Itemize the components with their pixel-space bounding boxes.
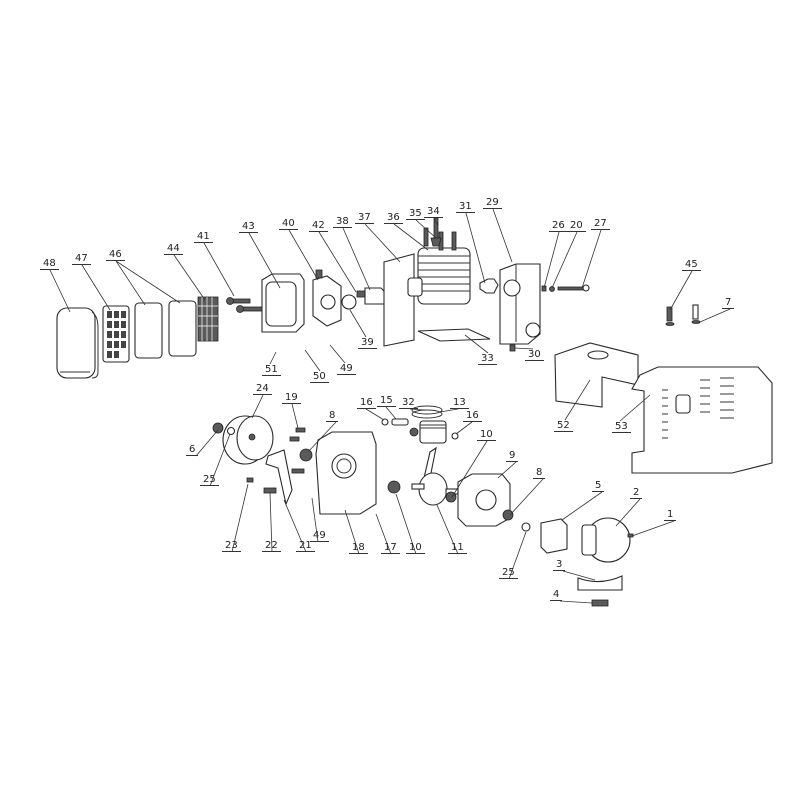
cover-bolts-icon: [665, 304, 701, 326]
oil-seal-icon: [299, 448, 313, 462]
callout-31: 31: [456, 201, 475, 213]
washer-icon: [521, 522, 531, 532]
muffler-gasket-icon: [479, 278, 499, 294]
clip-icon: [451, 432, 459, 440]
filter-pad-icon: [168, 300, 197, 357]
flywheel-icon: [222, 415, 274, 465]
callout-50: 50: [310, 371, 329, 383]
cylinder-gasket-icon: [417, 328, 491, 342]
callout-1: 1: [664, 509, 677, 521]
callout-44: 44: [164, 243, 183, 255]
callout-27: 27: [591, 218, 610, 230]
muffler-icon: [499, 263, 541, 345]
callout-48: 48: [40, 258, 59, 270]
callout-11: 11: [448, 542, 467, 554]
callout-47: 47: [72, 253, 91, 265]
crankcase-right-icon: [457, 473, 511, 527]
callout-18: 18: [349, 542, 368, 554]
callout-37: 37: [355, 212, 374, 224]
starter-housing-icon: [581, 517, 631, 563]
callout-16: 16: [357, 397, 376, 409]
piston-ring-icon: [411, 405, 443, 415]
callout-46: 46: [106, 249, 125, 261]
callout-19: 19: [282, 392, 301, 404]
bearing-icon: [409, 427, 419, 437]
callout-2: 2: [630, 487, 643, 499]
oil-seal-icon: [502, 509, 514, 521]
filter-pad-icon: [134, 302, 163, 359]
air-filter-cover-icon: [56, 307, 99, 379]
callout-4: 4: [550, 589, 563, 601]
starter-plate-icon: [540, 518, 568, 554]
filter-screen-icon: [197, 296, 219, 342]
callout-10b: 10: [406, 542, 425, 554]
callout-30: 30: [525, 349, 544, 361]
screw-icon: [246, 477, 254, 483]
washer-icon: [226, 426, 236, 436]
bearing-icon: [387, 480, 401, 494]
callout-23: 23: [222, 540, 241, 552]
callout-38: 38: [333, 216, 352, 228]
callout-53: 53: [612, 421, 631, 433]
callout-49b: 49: [310, 530, 329, 542]
callout-22: 22: [262, 540, 281, 552]
heat-shield-icon: [383, 253, 415, 347]
callout-16b: 16: [463, 410, 482, 422]
crankcase-left-icon: [315, 431, 377, 515]
gasket-icon: [341, 294, 357, 310]
callout-24: 24: [253, 383, 272, 395]
filter-grid-icon: [102, 305, 130, 363]
muffler-bolt-icon: [541, 284, 590, 292]
callout-42: 42: [309, 220, 328, 232]
callout-49: 49: [337, 363, 356, 375]
screw-icon: [509, 344, 516, 352]
engine-cover-icon: [631, 366, 773, 474]
piston-pin-icon: [391, 418, 409, 426]
callout-25: 25: [200, 474, 219, 486]
callout-32: 32: [399, 397, 418, 409]
callout-34: 34: [424, 206, 443, 218]
callout-20: 20: [567, 220, 586, 232]
key-icon: [263, 487, 277, 494]
piston-icon: [419, 420, 447, 444]
callout-15: 15: [377, 395, 396, 407]
callout-40: 40: [279, 218, 298, 230]
crankcase-bolts-icon: [289, 427, 306, 474]
callout-7: 7: [722, 297, 735, 309]
callout-43: 43: [239, 221, 258, 233]
cylinder-shroud-icon: [554, 342, 639, 408]
clip-icon: [591, 599, 609, 607]
callout-33: 33: [478, 353, 497, 365]
callout-52: 52: [554, 420, 573, 432]
callout-51: 51: [262, 364, 281, 376]
air-box-icon: [261, 273, 305, 333]
callout-6: 6: [186, 444, 199, 456]
callout-29: 29: [483, 197, 502, 209]
callout-26: 26: [549, 220, 568, 232]
bolt-icon: [226, 297, 263, 313]
callout-9: 9: [506, 450, 519, 462]
callout-41: 41: [194, 231, 213, 243]
callout-45: 45: [682, 259, 701, 271]
carburetor-icon: [312, 269, 342, 327]
callout-8b: 8: [533, 467, 546, 479]
callout-21: 21: [296, 540, 315, 552]
nut-icon: [212, 422, 224, 434]
callout-35: 35: [406, 208, 425, 220]
callout-10: 10: [477, 429, 496, 441]
callout-13: 13: [450, 397, 469, 409]
callout-8: 8: [326, 410, 339, 422]
cylinder-icon: [407, 247, 471, 305]
callout-36: 36: [384, 212, 403, 224]
bracket-icon: [577, 575, 623, 591]
callout-5: 5: [592, 480, 605, 492]
callout-25b: 25: [499, 567, 518, 579]
callout-3: 3: [553, 559, 566, 571]
head-bolts-icon: [423, 217, 457, 251]
leader-lines: [49, 208, 731, 604]
callout-17: 17: [381, 542, 400, 554]
clip-icon: [381, 418, 389, 426]
callout-39: 39: [358, 337, 377, 349]
